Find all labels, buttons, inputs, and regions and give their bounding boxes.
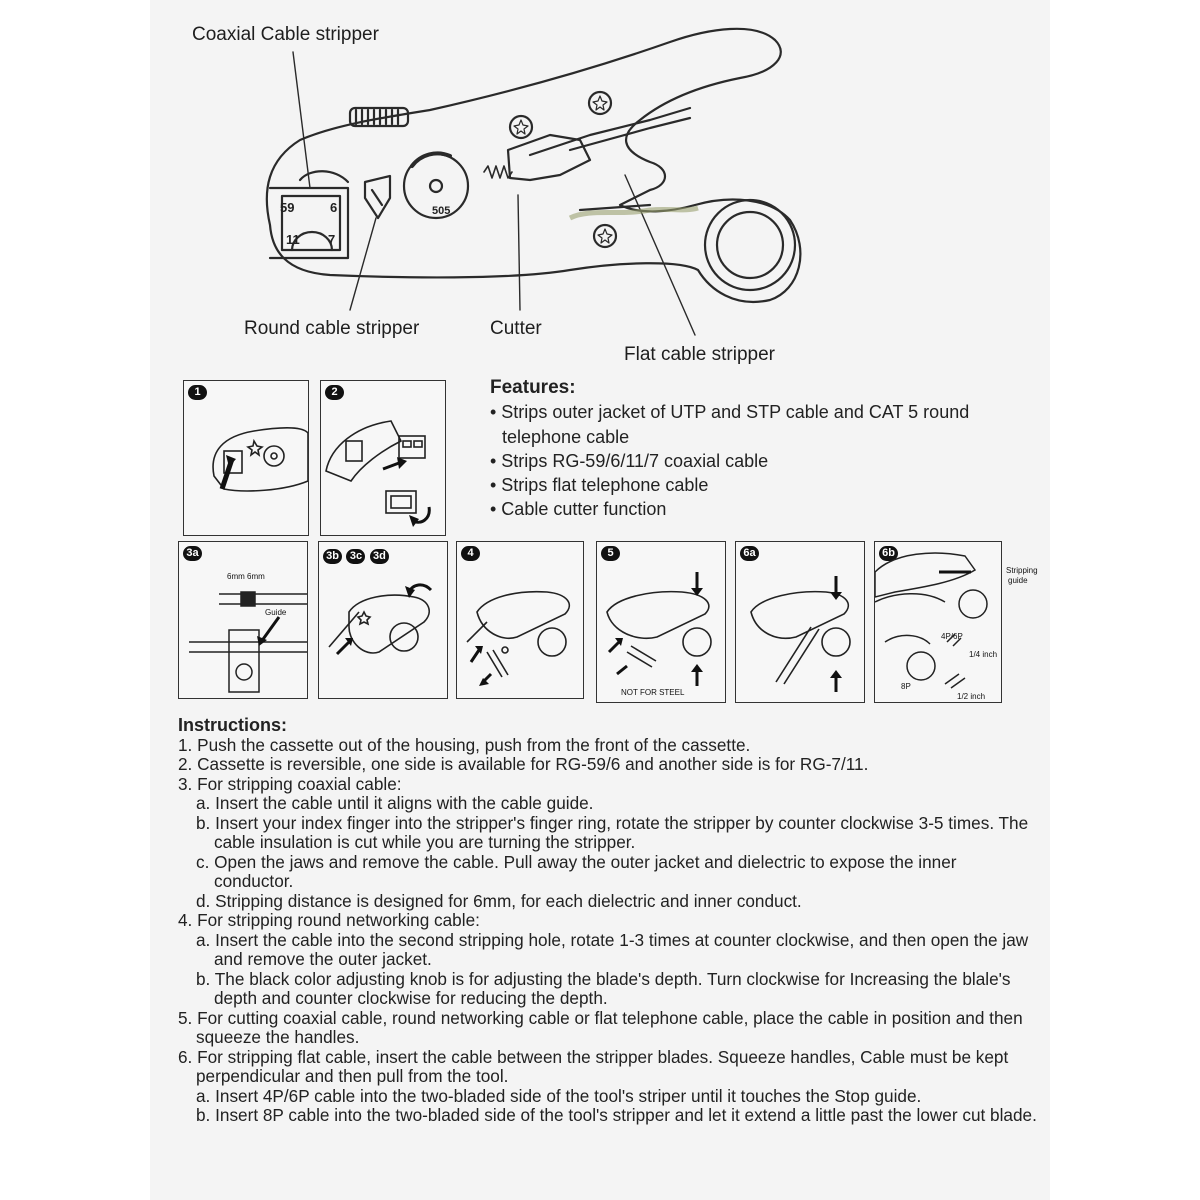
- step-badges: 3b 3c 3d: [323, 546, 389, 564]
- label-8p: 8P: [901, 682, 911, 691]
- step-number-badge: 3c: [346, 549, 366, 564]
- instruction-substep: a. Insert the cable into the second stri…: [196, 929, 1029, 969]
- feature-item: • Strips outer jacket of UTP and STP cab…: [490, 402, 970, 447]
- guide-label: Guide: [265, 608, 287, 617]
- step-4-illustration: [466, 590, 571, 686]
- instruction-substep: d. Stripping distance is designed for 6m…: [196, 890, 802, 911]
- cassette-mark-bottom-left: 11: [286, 232, 300, 247]
- instructions-title: Instructions:: [178, 715, 288, 735]
- step-number-badge: 5: [601, 546, 620, 561]
- step-panel-6b: 6b 4P/6P 1/4 inch 8P 1/2 inch: [874, 541, 1002, 703]
- features-section: Features: • Strips outer jacket of UTP a…: [490, 376, 1010, 522]
- step-number-badge: 3b: [323, 549, 342, 564]
- instruction-substep: a. Insert the cable until it aligns with…: [196, 793, 594, 813]
- label-half-inch: 1/2 inch: [957, 692, 986, 701]
- step-3bcd-illustration: [328, 583, 433, 656]
- instruction-sheet: 59 6 11 7 505 Coaxial Cable stripper Rou…: [150, 0, 1050, 1200]
- label-round-stripper: Round cable stripper: [244, 318, 420, 339]
- step-6a-illustration: [750, 576, 851, 692]
- step-1-illustration: [212, 427, 308, 492]
- label-quarter-inch: 1/4 inch: [969, 650, 998, 659]
- label-coaxial-stripper: Coaxial Cable stripper: [192, 24, 379, 45]
- features-list: • Strips outer jacket of UTP and STP cab…: [490, 400, 1010, 521]
- label-flat-stripper: Flat cable stripper: [624, 344, 776, 365]
- instruction-substep: b. The black color adjusting knob is for…: [196, 968, 1011, 1008]
- label-stripping-guide-1: Stripping: [1006, 566, 1038, 575]
- instructions-list: 1. Push the cassette out of the housing,…: [178, 734, 1038, 1126]
- step-panel-3a: 3a 6mm 6mm Guide: [178, 541, 308, 699]
- step-panel-4: 4: [456, 541, 584, 699]
- instruction-substep: b. Insert 8P cable into the two-bladed s…: [196, 1105, 1037, 1125]
- instruction-substep: a. Insert 4P/6P cable into the two-blade…: [196, 1085, 922, 1106]
- cassette-mark-top-right: 6: [330, 200, 337, 215]
- label-stripping-guide-2: guide: [1008, 576, 1028, 585]
- step-number-badge: 6a: [740, 546, 759, 561]
- step-panel-1: 1: [183, 380, 309, 536]
- step-number-badge: 3a: [183, 546, 202, 561]
- instruction-step: 3. For stripping coaxial cable:: [178, 773, 402, 794]
- feature-item: • Cable cutter function: [490, 499, 667, 520]
- features-title: Features:: [490, 377, 576, 398]
- instruction-step: 4. For stripping round networking cable:: [178, 910, 480, 930]
- step-5-illustration: [606, 572, 712, 686]
- step-number-badge: 4: [461, 546, 480, 561]
- instructions-section: Instructions: 1. Push the cassette out o…: [178, 715, 1038, 1126]
- step-number-badge: 3d: [369, 549, 389, 564]
- step-2-illustration: [325, 420, 431, 527]
- step-number-badge: 2: [325, 385, 344, 400]
- step-number-badge: 6b: [879, 546, 898, 561]
- instruction-step: 6. For stripping flat cable, insert the …: [178, 1046, 1009, 1086]
- step-3a-illustration: [189, 591, 307, 693]
- instruction-step: 2. Cassette is reversible, one side is a…: [178, 754, 869, 774]
- cassette-mark-top-left: 59: [280, 200, 294, 215]
- step-panel-6a: 6a: [735, 541, 865, 703]
- step-panel-3bcd: 3b 3c 3d: [318, 541, 448, 699]
- instruction-step: 5. For cutting coaxial cable, round netw…: [178, 1007, 1023, 1047]
- not-for-steel-label: NOT FOR STEEL: [621, 688, 685, 697]
- instruction-substep: b. Insert your index finger into the str…: [196, 812, 1029, 852]
- feature-item: • Strips RG-59/6/11/7 coaxial cable: [490, 450, 769, 471]
- label-cutter: Cutter: [490, 318, 542, 339]
- step-panel-5: 5 NOT FOR STEEL: [596, 541, 726, 703]
- step-panel-2: 2: [320, 380, 446, 536]
- mm-label: 6mm 6mm: [227, 572, 265, 581]
- instruction-step: 1. Push the cassette out of the housing,…: [178, 734, 751, 755]
- cassette-mark-bottom-right: 7: [328, 232, 335, 247]
- instruction-substep: c. Open the jaws and remove the cable. P…: [196, 851, 957, 891]
- step-6b-illustration: [875, 552, 988, 689]
- feature-item: • Strips flat telephone cable: [490, 475, 709, 496]
- dial-mark: 505: [432, 205, 450, 217]
- step-number-badge: 1: [188, 385, 207, 400]
- stripper-tool-diagram: 59 6 11 7 505: [265, 27, 802, 336]
